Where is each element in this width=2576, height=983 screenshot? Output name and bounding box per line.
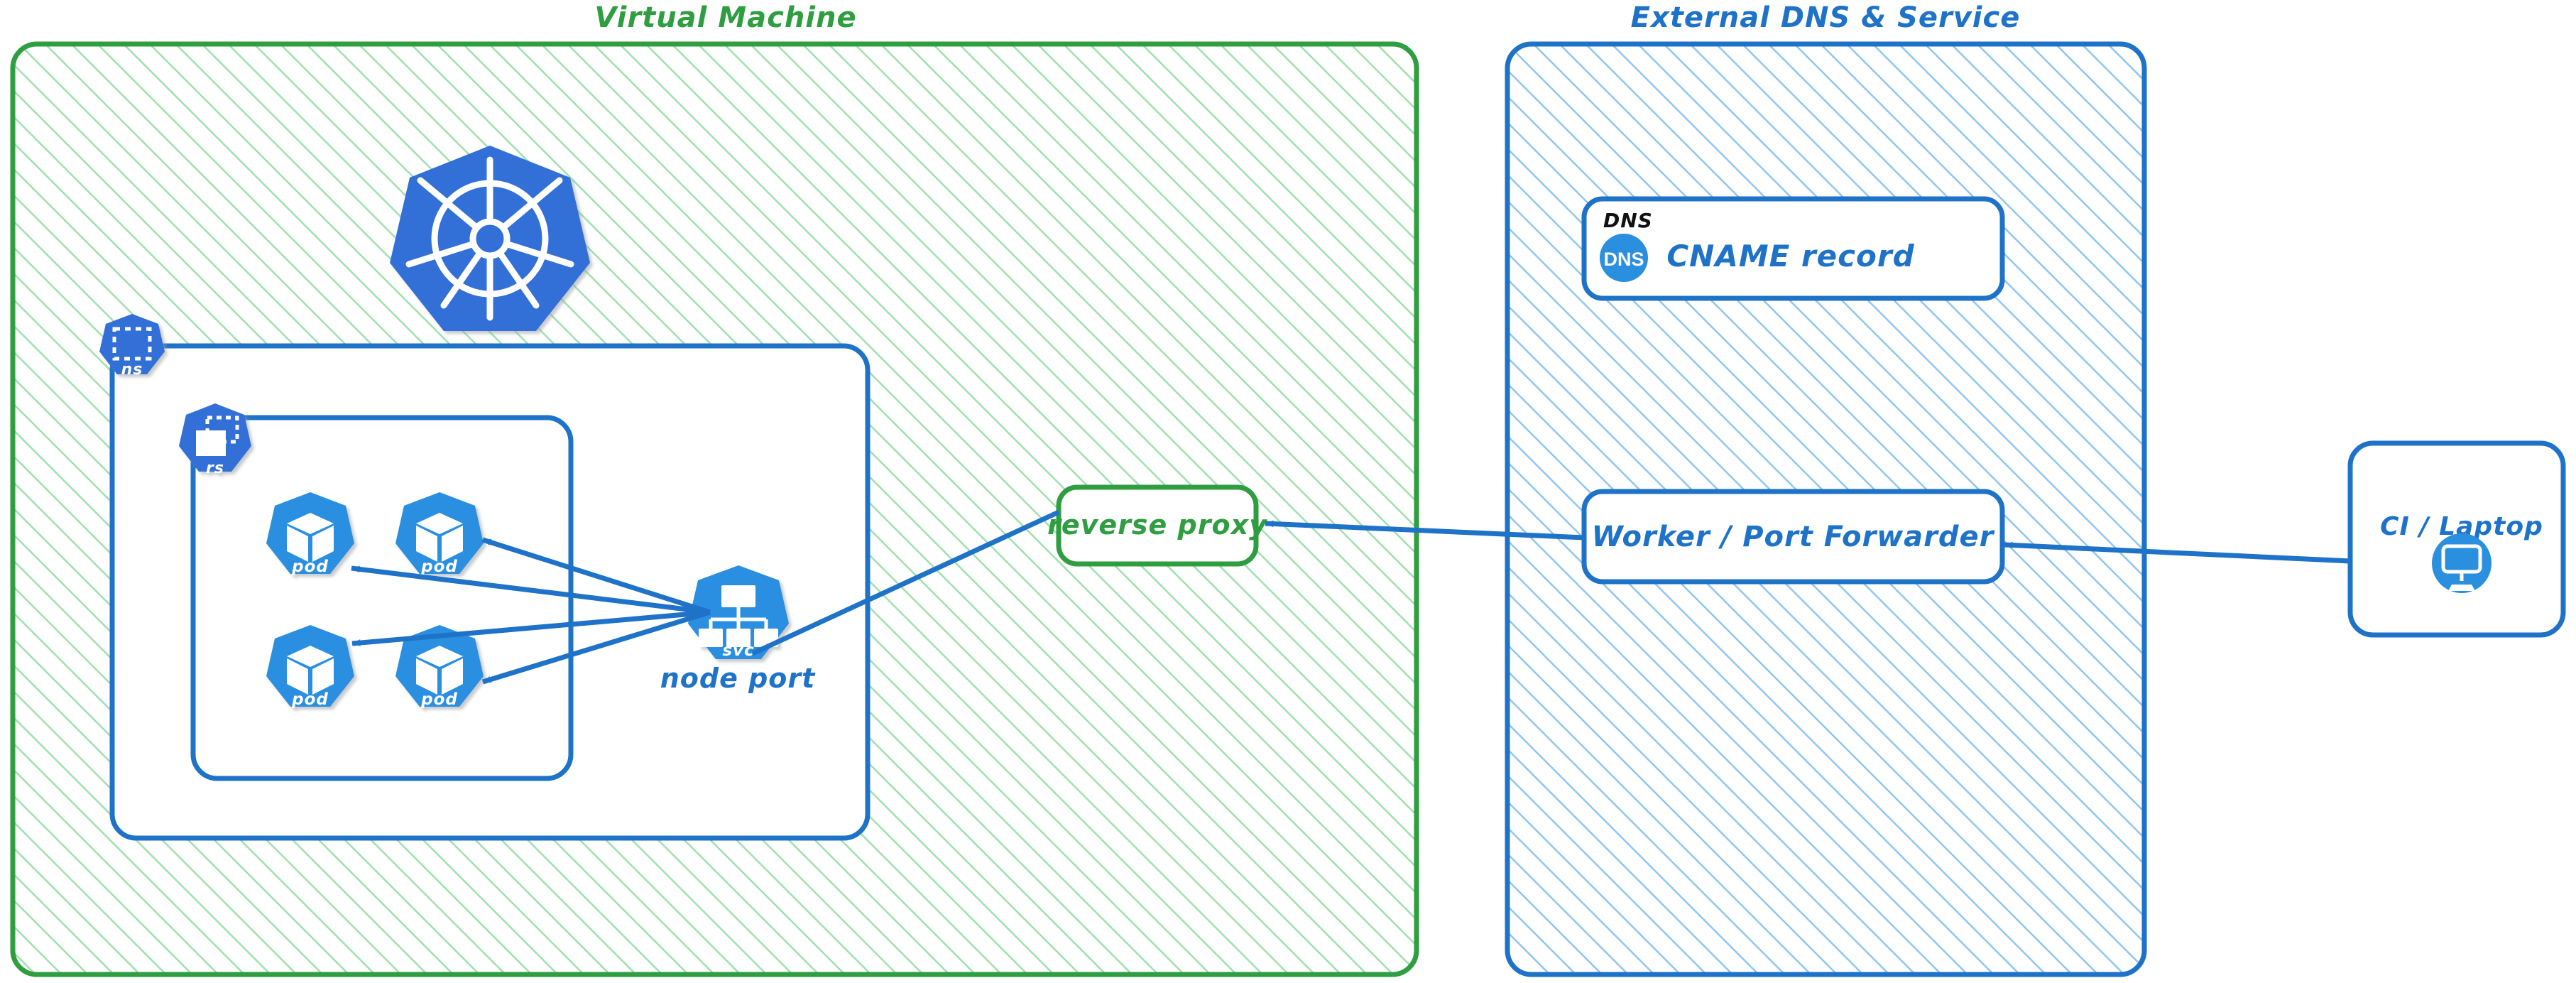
reverse-proxy-label: reverse proxy: [1047, 509, 1268, 541]
replicaset-badge-label: rs: [206, 460, 224, 477]
namespace-badge[interactable]: ns: [99, 314, 165, 379]
pod-1-label: pod: [291, 558, 329, 576]
kubernetes-logo-icon: [390, 146, 590, 331]
external-dns-service-title: External DNS & Service: [1631, 1, 2021, 34]
pod-2-label: pod: [420, 558, 458, 576]
dns-circle-icon: DNS: [1600, 234, 1648, 282]
service-node[interactable]: svc: [688, 565, 789, 660]
pod-2[interactable]: pod: [395, 492, 484, 576]
dns-circle-icon-label: DNS: [1603, 249, 1644, 270]
worker-card[interactable]: Worker / Port Forwarder: [1581, 489, 2005, 585]
edge-ci-laptop-to-worker: [2004, 541, 2351, 564]
service-badge-label: svc: [722, 641, 754, 660]
virtual-machine-title: Virtual Machine: [594, 1, 856, 34]
edge-worker-to-reverse-proxy: [1265, 520, 1585, 541]
replicaset-badge[interactable]: rs: [179, 403, 251, 477]
desktop-monitor-icon: [2432, 533, 2492, 593]
pod-4[interactable]: pod: [395, 625, 484, 709]
reverse-proxy-box[interactable]: [1056, 484, 1259, 567]
pod-3[interactable]: pod: [266, 625, 354, 709]
pod-4-label: pod: [420, 690, 458, 709]
edge-reverse-proxy-to-service: [751, 509, 1060, 656]
dns-card-box[interactable]: [1581, 196, 2005, 301]
dns-card-kind-label: DNS: [1603, 209, 1653, 232]
edge-svc-to-pod-4: [481, 609, 711, 685]
external-dns-service-group[interactable]: External DNS & Service: [1505, 1, 2147, 977]
replicaset-box[interactable]: [190, 415, 574, 781]
worker-card-title: Worker / Port Forwarder: [1592, 521, 1995, 553]
ci-laptop-card[interactable]: CI / Laptop: [2347, 440, 2566, 638]
edge-svc-to-pod-1: [351, 565, 711, 615]
pod-3-label: pod: [291, 690, 329, 709]
dns-card[interactable]: DNS DNS CNAME record: [1581, 196, 2005, 301]
pod-1[interactable]: pod: [266, 492, 354, 576]
edge-svc-to-pod-3: [351, 609, 711, 646]
node-port-caption: node port: [660, 663, 816, 694]
reverse-proxy-node[interactable]: reverse proxy: [1047, 484, 1268, 567]
edge-svc-to-pod-2: [481, 537, 711, 615]
namespace-badge-label: ns: [121, 361, 143, 379]
replicaset-group[interactable]: [190, 415, 574, 781]
dns-card-title: CNAME record: [1666, 239, 1914, 273]
